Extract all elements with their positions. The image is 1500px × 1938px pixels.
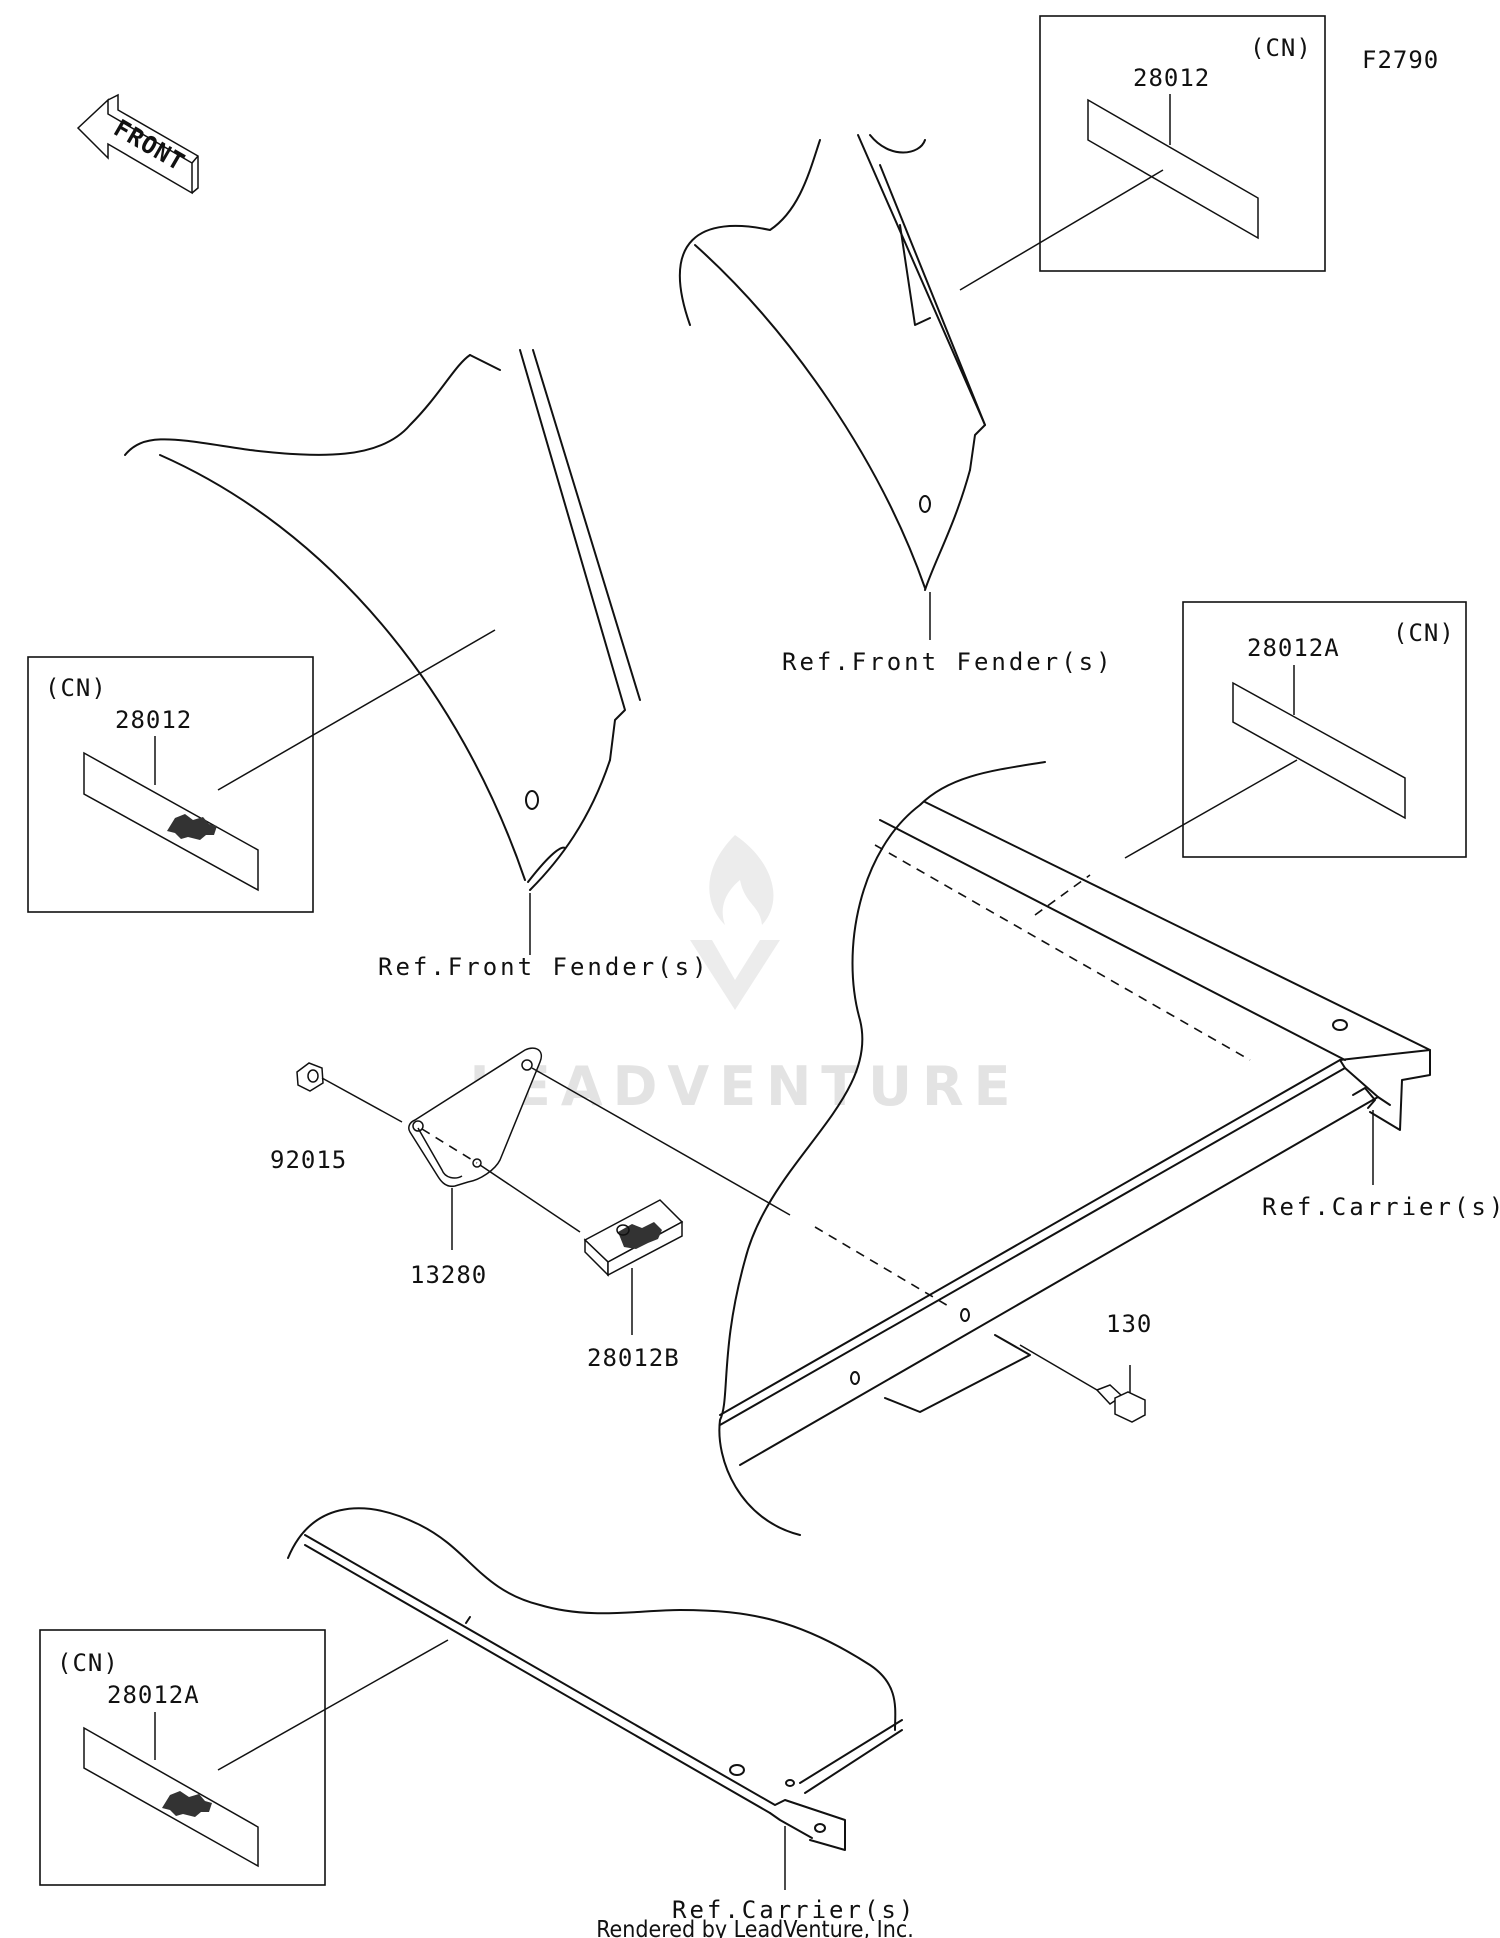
decal-28012A-left-box: (CN) 28012A [39, 1629, 326, 1886]
bolt-130 [1019, 1344, 1146, 1423]
part-label-28012: 28012 [115, 706, 192, 734]
carrier-right [718, 761, 1431, 1536]
region-marker: (CN) [45, 674, 107, 702]
ref-carrier-right-label: Ref.Carrier(s) [1262, 1193, 1500, 1221]
ref-front-fender-left-label: Ref.Front Fender(s) [378, 953, 710, 981]
decal-28012-left-box: (CN) 28012 [27, 656, 314, 913]
front-direction-arrow: FRONT [76, 93, 199, 195]
part-label-28012A: 28012A [107, 1681, 200, 1709]
leadventure-watermark: LEADVENTURE [470, 835, 1021, 1118]
part-label-28012A: 28012A [1247, 634, 1340, 662]
nut-92015 [296, 1062, 324, 1092]
ref-carrier-left-label: Ref.Carrier(s) [672, 1896, 916, 1924]
front-fender-left [124, 349, 641, 891]
part-label-130: 130 [1106, 1310, 1152, 1338]
figure-code: F2790 [1362, 46, 1439, 74]
carrier-left [287, 1507, 903, 1851]
region-marker: (CN) [1393, 619, 1455, 647]
decal-28012-top-box: (CN) 28012 [1039, 15, 1326, 272]
part-label-28012: 28012 [1133, 64, 1210, 92]
bracket-13280 [408, 1047, 542, 1188]
region-marker: (CN) [1250, 34, 1312, 62]
part-label-28012B: 28012B [587, 1344, 680, 1372]
part-label-13280: 13280 [410, 1261, 487, 1289]
footer-credit: Rendered by LeadVenture, Inc. [596, 1917, 914, 1938]
region-marker: (CN) [57, 1649, 119, 1677]
reflector-28012B [583, 1199, 684, 1277]
decal-28012A-right-box: (CN) 28012A [1182, 601, 1467, 858]
watermark-text: LEADVENTURE [470, 1055, 1021, 1118]
ref-front-fender-right-label: Ref.Front Fender(s) [782, 648, 1114, 676]
part-label-92015: 92015 [270, 1146, 347, 1174]
front-fender-right [679, 134, 986, 591]
